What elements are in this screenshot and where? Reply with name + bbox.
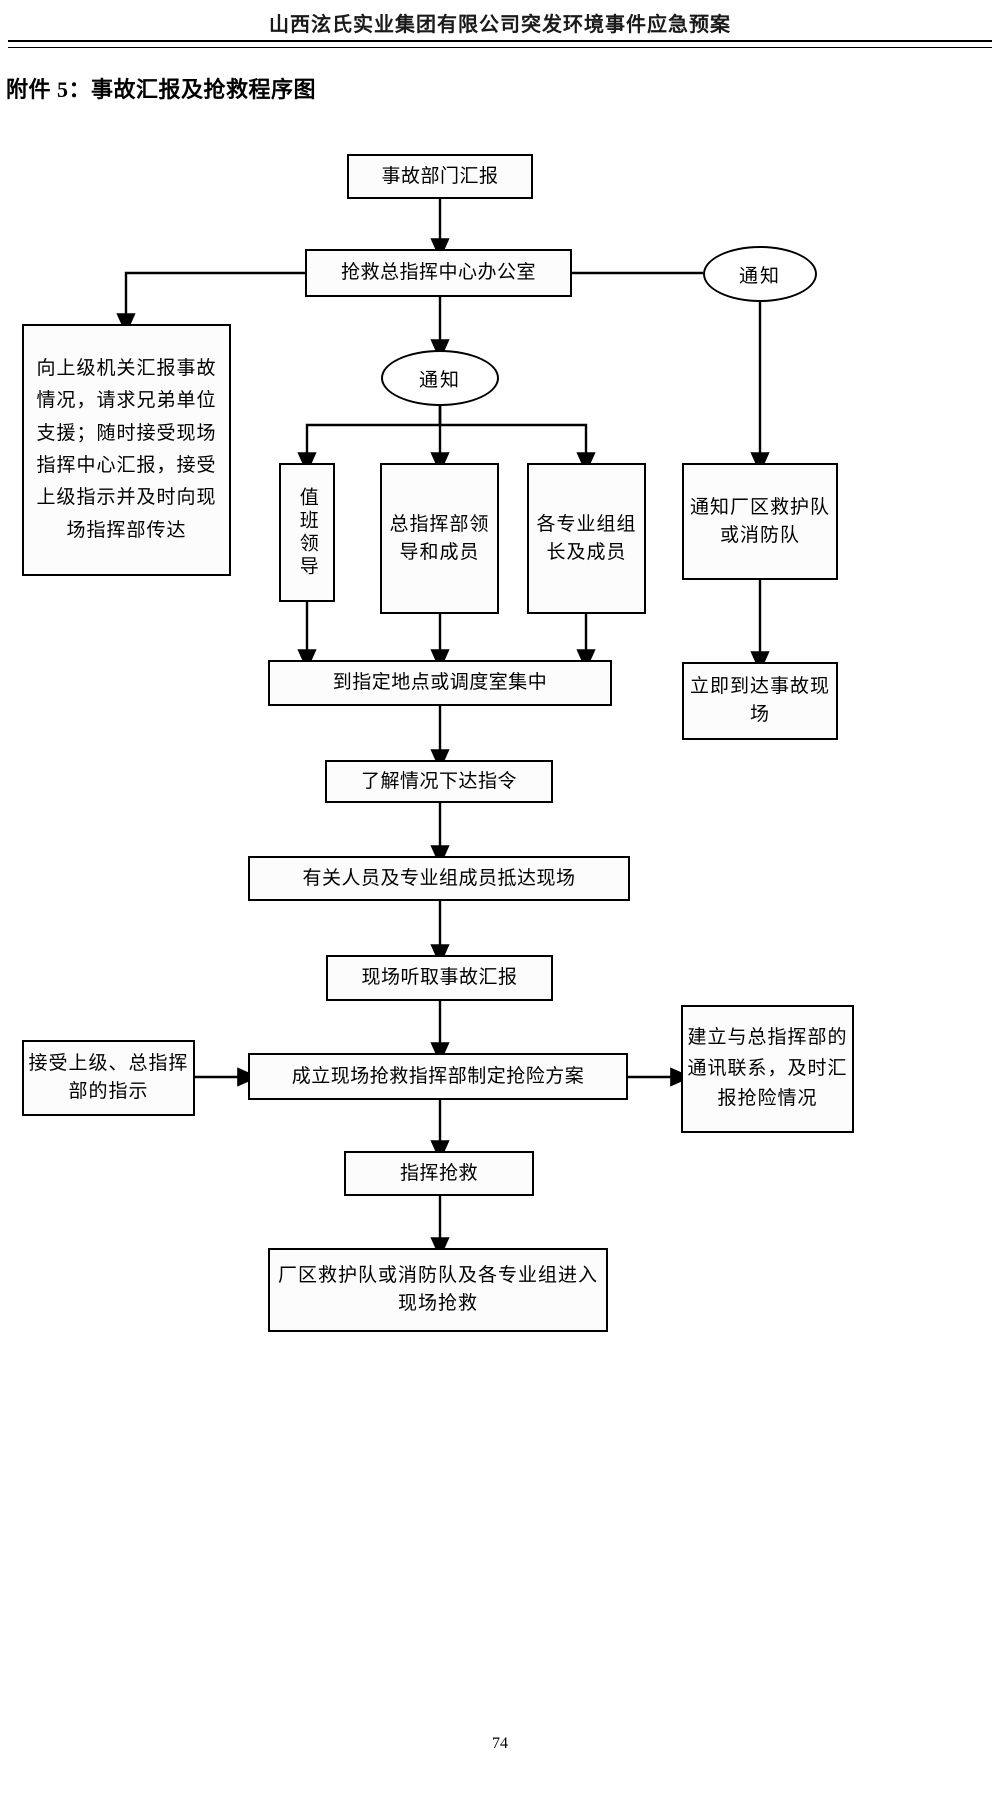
flow-ellipse-notify-plant[interactable]: 通知 — [703, 246, 817, 302]
flow-node-direct-rescue[interactable]: 指挥抢救 — [344, 1151, 534, 1196]
header-divider — [8, 40, 992, 48]
flow-node-establish-rescue-hq[interactable]: 成立现场抢救指挥部制定抢险方案 — [248, 1053, 628, 1100]
flow-node-command-center-office[interactable]: 抢救总指挥中心办公室 — [305, 249, 572, 297]
flow-node-professional-groups[interactable]: 各专业组组长及成员 — [527, 463, 646, 614]
page-number: 74 — [492, 1735, 508, 1752]
flow-node-command-leaders[interactable]: 总指挥部领导和成员 — [380, 463, 499, 614]
flow-node-duty-leader[interactable]: 值班领导 — [279, 463, 335, 602]
flow-node-receive-instructions[interactable]: 接受上级、总指挥部的指示 — [22, 1040, 195, 1116]
flow-node-arrive-scene-immediately[interactable]: 立即到达事故现场 — [682, 662, 838, 740]
flow-node-gather-at-location[interactable]: 到指定地点或调度室集中 — [268, 660, 612, 706]
flow-node-issue-instructions[interactable]: 了解情况下达指令 — [325, 760, 553, 803]
flow-node-communications-link[interactable]: 建立与总指挥部的通讯联系，及时汇报抢险情况 — [681, 1005, 854, 1133]
flow-node-hear-report-on-site[interactable]: 现场听取事故汇报 — [326, 955, 553, 1001]
page-title: 附件 5：事故汇报及抢救程序图 — [6, 77, 317, 102]
running-header: 山西泫氏实业集团有限公司突发环境事件应急预案 — [269, 14, 731, 36]
flow-node-teams-enter-scene[interactable]: 厂区救护队或消防队及各专业组进入现场抢救 — [268, 1248, 608, 1332]
flow-node-notify-rescue-fire-team[interactable]: 通知厂区救护队或消防队 — [682, 463, 838, 580]
flow-node-personnel-arrive[interactable]: 有关人员及专业组成员抵达现场 — [248, 856, 630, 901]
flow-node-accident-report[interactable]: 事故部门汇报 — [347, 154, 533, 199]
flow-ellipse-notify-center[interactable]: 通知 — [381, 350, 499, 406]
flow-node-report-to-superior[interactable]: 向上级机关汇报事故情况，请求兄弟单位支援；随时接受现场指挥中心汇报，接受上级指示… — [22, 324, 231, 576]
